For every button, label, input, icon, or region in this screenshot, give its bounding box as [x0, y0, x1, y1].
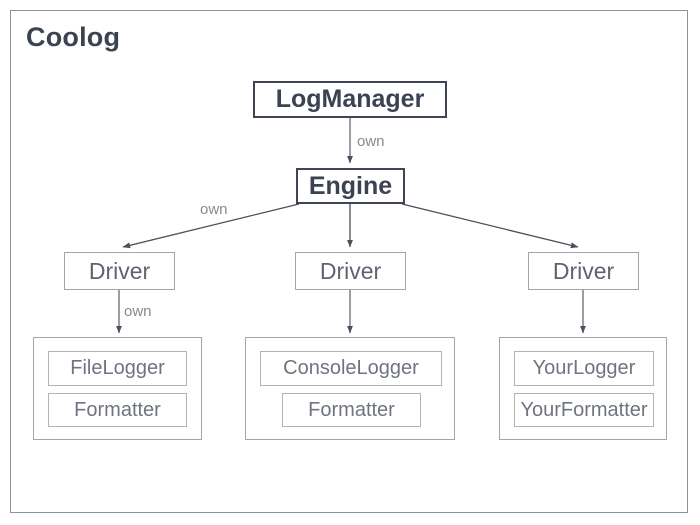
leaf-console-formatter-label: Formatter [308, 398, 395, 421]
leaf-consolelogger[interactable]: ConsoleLogger [260, 351, 442, 386]
group-your: YourLogger YourFormatter [499, 337, 667, 440]
leaf-yourformatter-label: YourFormatter [520, 398, 648, 421]
node-logmanager-label: LogManager [275, 85, 425, 113]
edge-engine-driver-right [401, 203, 579, 249]
node-driver-left[interactable]: Driver [64, 252, 175, 290]
leaf-filelogger[interactable]: FileLogger [48, 351, 187, 386]
node-engine[interactable]: Engine [296, 168, 405, 204]
node-driver-center[interactable]: Driver [295, 252, 406, 290]
node-driver-right[interactable]: Driver [528, 252, 639, 290]
leaf-filelogger-label: FileLogger [70, 357, 165, 379]
leaf-yourlogger[interactable]: YourLogger [514, 351, 654, 386]
leaf-file-formatter[interactable]: Formatter [48, 393, 187, 427]
leaf-consolelogger-label: ConsoleLogger [283, 357, 419, 379]
node-engine-label: Engine [308, 171, 393, 200]
edge-label-manager-engine: own [357, 133, 385, 150]
leaf-file-formatter-label: Formatter [74, 398, 161, 421]
node-logmanager[interactable]: LogManager [253, 81, 447, 118]
leaf-console-formatter[interactable]: Formatter [282, 393, 421, 427]
group-console: ConsoleLogger Formatter [245, 337, 455, 440]
node-driver-center-label: Driver [319, 257, 382, 284]
leaf-yourlogger-label: YourLogger [532, 357, 636, 379]
leaf-yourformatter[interactable]: YourFormatter [514, 393, 654, 427]
page-title: Coolog [26, 22, 121, 52]
edge-label-engine-driver: own [200, 201, 228, 218]
group-file: FileLogger Formatter [33, 337, 202, 440]
node-driver-left-label: Driver [88, 257, 151, 284]
edge-label-driver-logger: own [124, 303, 152, 320]
edge-engine-driver-left [122, 203, 300, 249]
node-driver-right-label: Driver [552, 257, 615, 284]
